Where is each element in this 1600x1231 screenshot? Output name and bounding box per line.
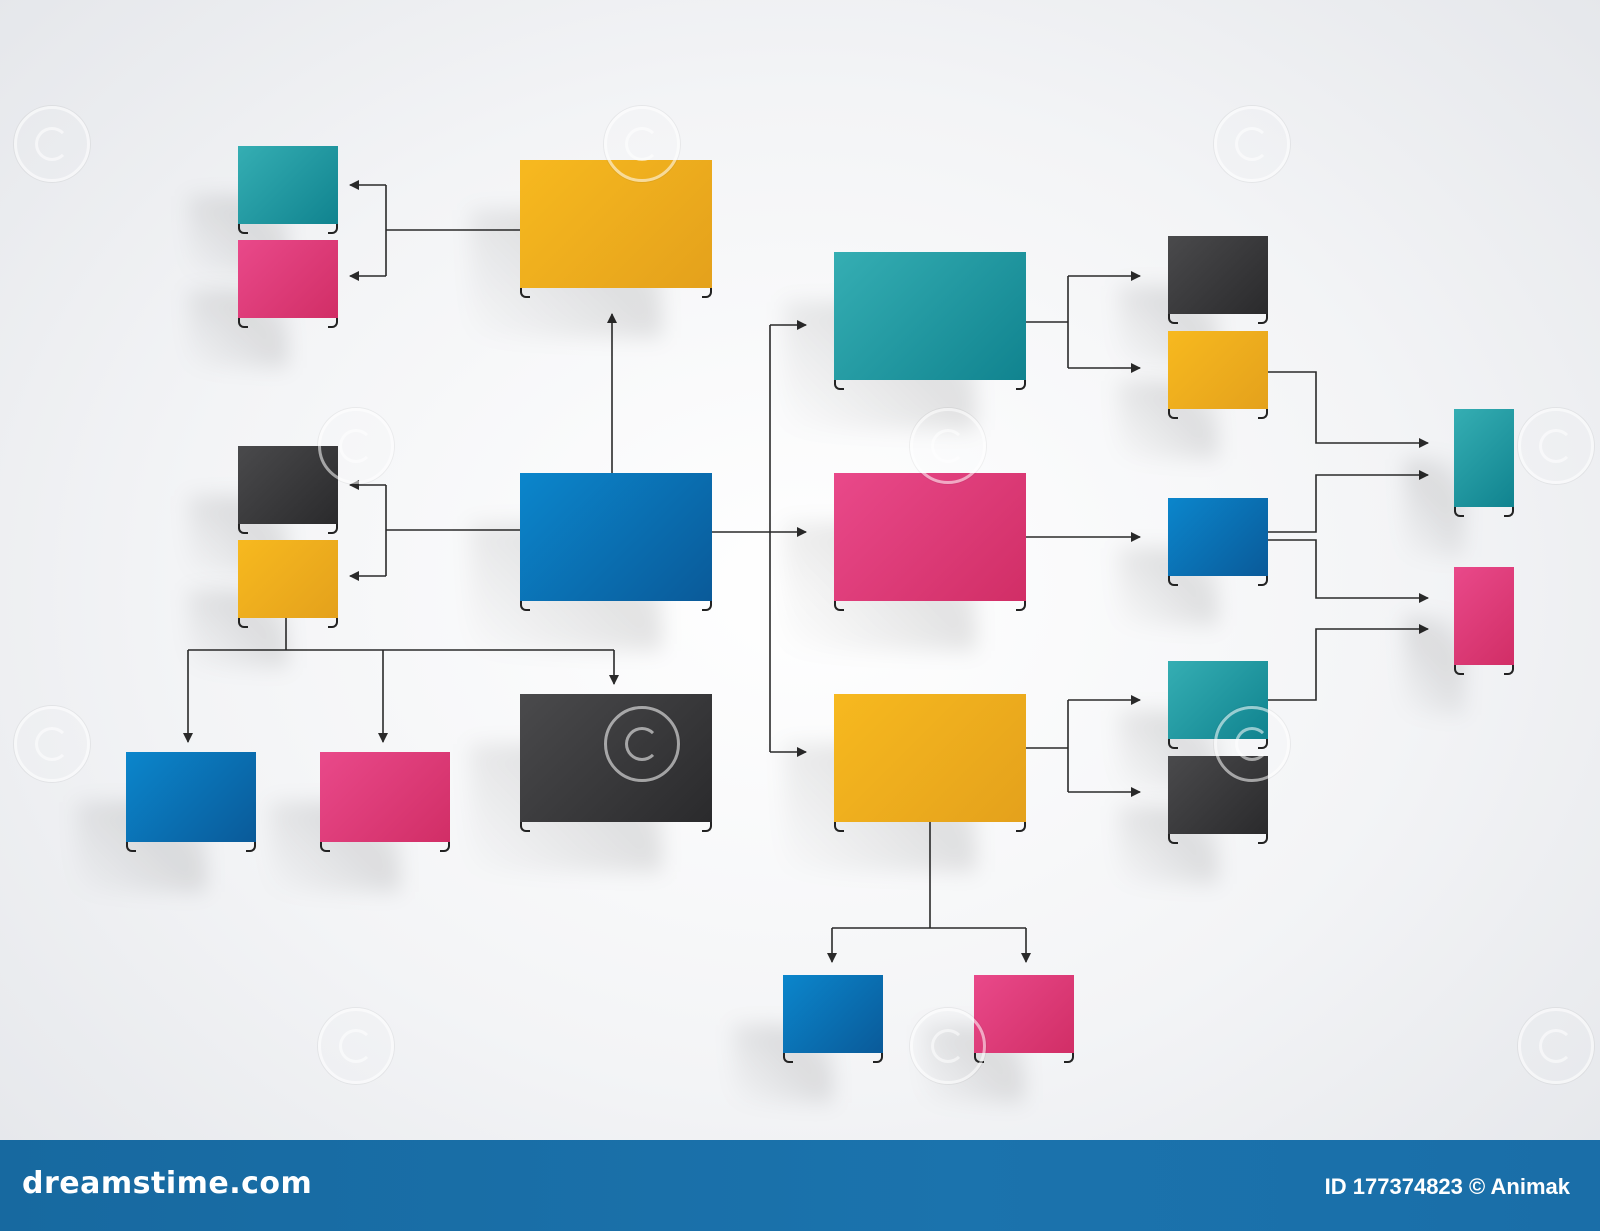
flowchart-canvas — [14, 106, 1594, 1103]
node-fold — [126, 842, 256, 852]
flowchart-node-pink[interactable] — [784, 473, 1026, 651]
connector-layer — [183, 180, 1429, 963]
node-face — [834, 694, 1026, 822]
node-fold — [1168, 739, 1268, 749]
node-face — [238, 540, 338, 618]
node-fold — [1168, 314, 1268, 324]
connector-arrow — [1268, 371, 1429, 448]
node-fold — [320, 842, 450, 852]
flowchart-node-yellow[interactable] — [784, 694, 1026, 872]
node-face — [238, 240, 338, 318]
node-face — [320, 752, 450, 842]
node-fold — [238, 618, 338, 628]
node-face — [834, 473, 1026, 601]
node-fold — [1454, 665, 1514, 675]
flowchart-node-yellow[interactable] — [470, 160, 712, 338]
node-fold — [974, 1053, 1074, 1063]
node-face — [1168, 498, 1268, 576]
node-face — [520, 473, 712, 601]
node-fold — [520, 601, 712, 611]
node-fold — [1168, 409, 1268, 419]
flowchart-node-pink[interactable] — [924, 975, 1074, 1103]
flowchart-node-black[interactable] — [470, 694, 712, 872]
flowchart-node-teal[interactable] — [1118, 661, 1268, 789]
flowchart-node-black[interactable] — [188, 446, 338, 574]
node-face — [783, 975, 883, 1053]
node-fold — [834, 380, 1026, 390]
flowchart-node-blue[interactable] — [1118, 498, 1268, 626]
node-face — [238, 446, 338, 524]
node-fold — [1168, 834, 1268, 844]
flowchart-node-blue[interactable] — [733, 975, 883, 1103]
flowchart-node-teal[interactable] — [188, 146, 338, 274]
node-fold — [1168, 576, 1268, 586]
footer-brand-logo[interactable]: dreamstime.com — [22, 1166, 313, 1201]
node-face — [974, 975, 1074, 1053]
node-fold — [520, 822, 712, 832]
connector-arrow — [1268, 624, 1429, 701]
node-face — [238, 146, 338, 224]
flowchart-node-yellow[interactable] — [1118, 331, 1268, 459]
node-face — [1454, 409, 1514, 507]
flowchart-node-teal[interactable] — [784, 252, 1026, 430]
node-fold — [238, 318, 338, 328]
node-face — [1168, 661, 1268, 739]
footer-image-id: ID 177374823 © Animak — [1324, 1174, 1570, 1199]
flowchart-node-pink[interactable] — [188, 240, 338, 368]
node-face — [520, 694, 712, 822]
node-face — [1168, 331, 1268, 409]
node-fold — [834, 601, 1026, 611]
node-face — [1168, 236, 1268, 314]
connector-arrow — [1268, 539, 1429, 603]
flowchart-node-yellow[interactable] — [188, 540, 338, 668]
node-face — [520, 160, 712, 288]
flowchart-node-black[interactable] — [1118, 236, 1268, 364]
node-fold — [238, 524, 338, 534]
node-face — [1168, 756, 1268, 834]
footer-bar: dreamstime.com ID 177374823 © Animak — [0, 1140, 1600, 1231]
node-fold — [1454, 507, 1514, 517]
node-face — [834, 252, 1026, 380]
flowchart-node-teal[interactable] — [1404, 409, 1514, 557]
flowchart-node-blue[interactable] — [470, 473, 712, 651]
node-face — [126, 752, 256, 842]
node-face — [1454, 567, 1514, 665]
node-fold — [834, 822, 1026, 832]
flowchart-node-pink[interactable] — [270, 752, 450, 892]
connector-arrow — [1268, 470, 1429, 533]
node-fold — [520, 288, 712, 298]
flowchart-node-pink[interactable] — [1404, 567, 1514, 715]
node-fold — [238, 224, 338, 234]
flowchart-node-blue[interactable] — [76, 752, 256, 892]
node-fold — [783, 1053, 883, 1063]
flowchart-node-black[interactable] — [1118, 756, 1268, 884]
